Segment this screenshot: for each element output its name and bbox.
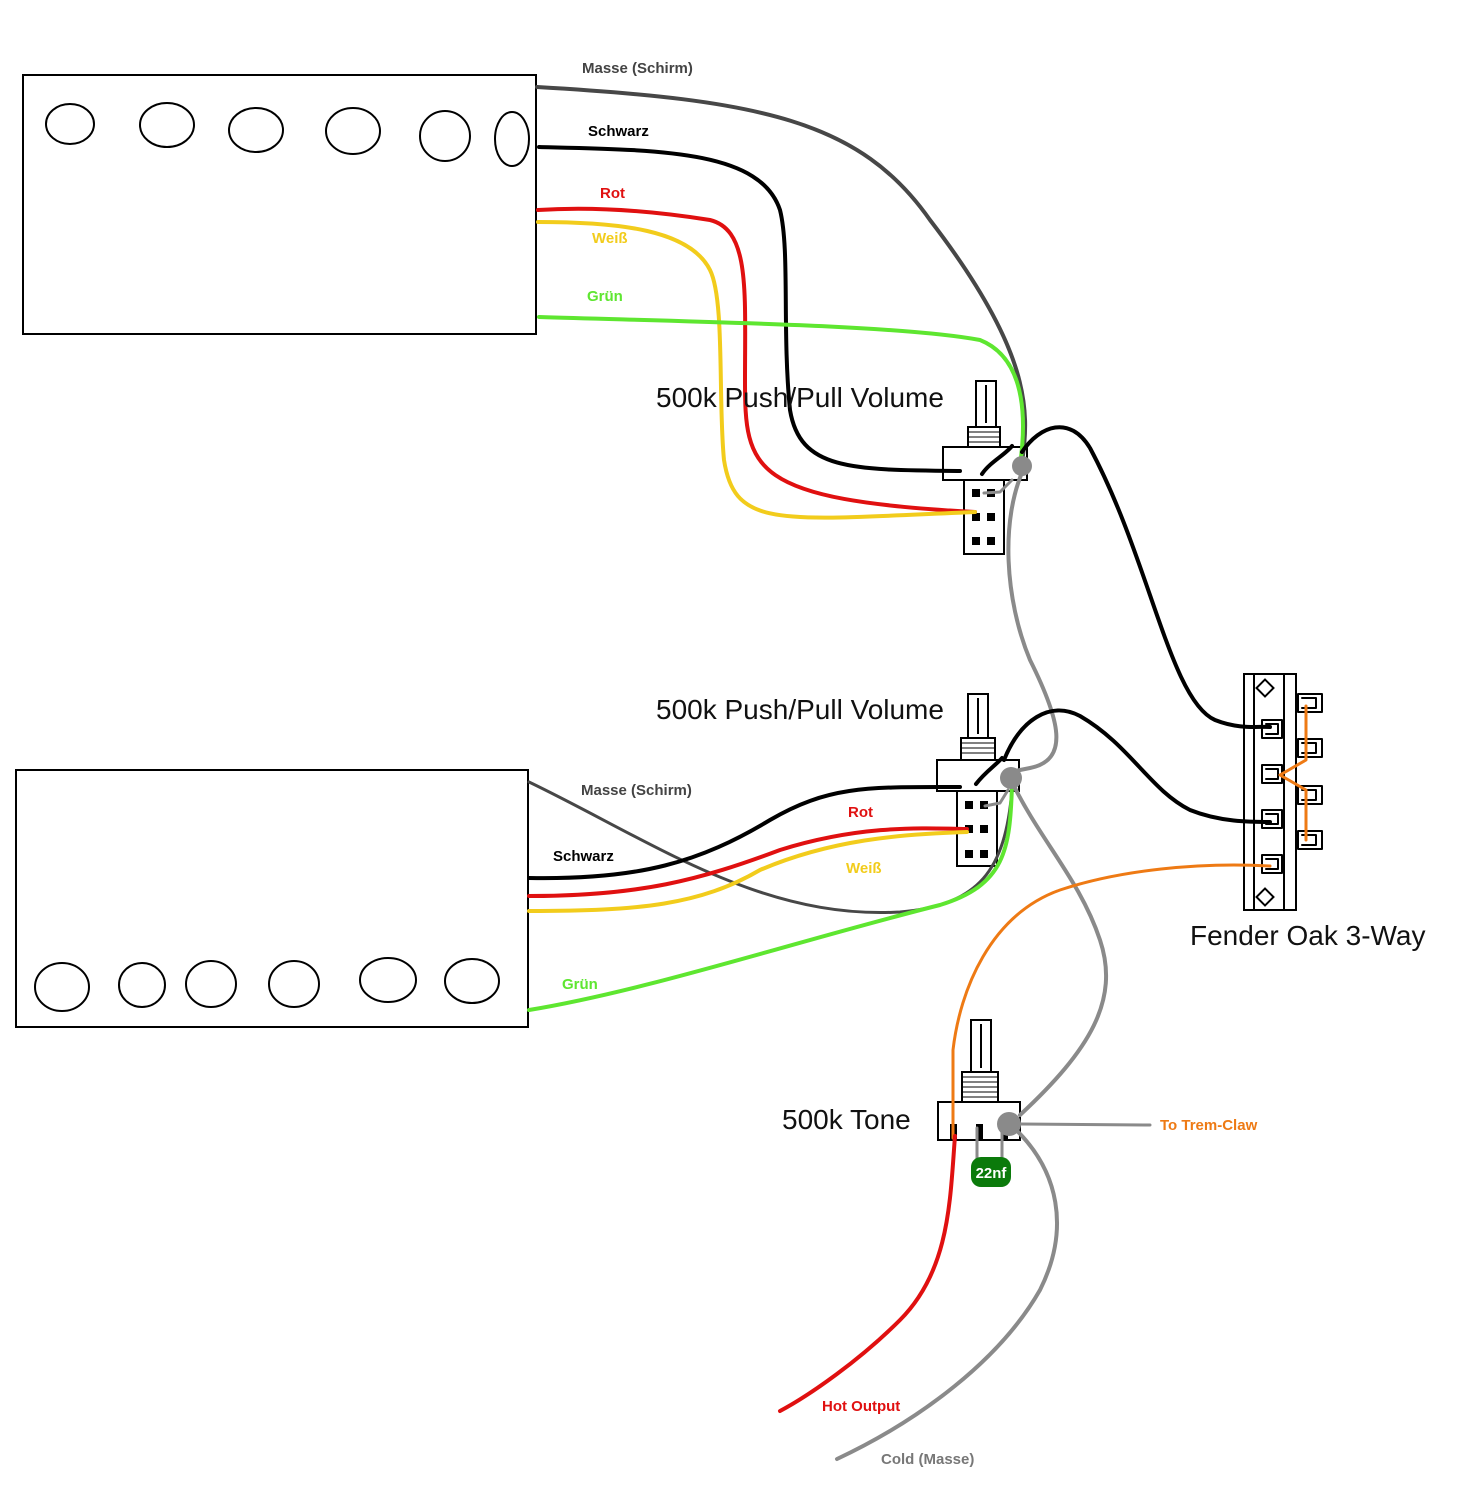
bridge-masse-wire <box>527 780 1014 915</box>
pot2-to-switch-wire <box>1002 708 1272 824</box>
capacitor-body <box>971 1157 1011 1187</box>
neck-masse-label: Masse (Schirm) <box>582 60 693 77</box>
switch-label: Fender Oak 3-Way <box>1190 920 1425 951</box>
neck-schwarz-wire <box>537 145 962 473</box>
pickup-bridge-pole <box>34 962 90 1012</box>
volume-pot-1-switch-lug <box>987 537 995 545</box>
volume-pot-2-switch-lug <box>980 825 988 833</box>
three-way-switch <box>1243 673 1323 911</box>
pot2-gray-link <box>983 788 1010 808</box>
pickup-neck-body <box>22 74 537 335</box>
switch-internal-jumper <box>1278 704 1308 842</box>
pot1-gray-link <box>982 478 1014 495</box>
volume-pot-1-label: 500k Push/Pull Volume <box>656 382 944 413</box>
bridge-weiss-label: Weiß <box>846 860 882 877</box>
bridge-gruen-label: Grün <box>562 976 598 993</box>
switch-mount-hole <box>1255 678 1275 698</box>
neck-weiss-label: Weiß <box>592 230 628 247</box>
switch-lug <box>1297 830 1323 850</box>
pickup-neck-pole <box>419 110 471 162</box>
bridge-rot-label: Rot <box>848 804 873 821</box>
pickup-bridge-pole <box>185 960 237 1008</box>
volume-pot-1-switch-lug <box>972 513 980 521</box>
cold-output-label: Cold (Masse) <box>881 1451 974 1468</box>
tone-pot-lug <box>976 1124 983 1140</box>
tone-pot-label: 500k Tone <box>782 1104 911 1135</box>
hot-output-label: Hot Output <box>822 1398 900 1415</box>
switch-lug <box>1297 693 1323 713</box>
volume-pot-2-bushing <box>960 737 996 761</box>
volume-pot-2-switch-lug <box>980 850 988 858</box>
pickup-neck-pole <box>228 107 284 153</box>
neck-gruen-label: Grün <box>587 288 623 305</box>
switch-mount-hole <box>1255 887 1275 907</box>
ground-solder-joint <box>1012 456 1032 476</box>
switch-lug <box>1261 719 1283 739</box>
pickup-bridge-pole <box>444 958 500 1004</box>
neck-gruen-wire <box>537 315 1026 467</box>
bridge-schwarz-wire <box>527 784 962 881</box>
capacitor: 22nf <box>971 1157 1011 1187</box>
pickup-neck-pole <box>45 103 95 145</box>
ground-link-pot2-tone <box>1010 780 1109 1117</box>
pot2-jumper-wire <box>974 756 1004 786</box>
cold-output-wire <box>835 1124 1059 1461</box>
volume-pot-1-switch-lug <box>987 513 995 521</box>
volume-pot-2-switch-lug <box>965 850 973 858</box>
pickup-bridge-pole <box>118 962 166 1008</box>
ground-solder-joint <box>1000 767 1022 789</box>
pot1-jumper-wire <box>980 444 1014 476</box>
pickup-neck-pole <box>494 111 530 167</box>
neck-weiss-wire <box>536 220 977 520</box>
pickup-bridge-pole <box>359 957 417 1003</box>
pickup-neck-pole <box>139 102 195 148</box>
switch-lug <box>1297 785 1323 805</box>
hot-output-wire <box>778 1134 957 1413</box>
bridge-rot-wire <box>527 826 969 898</box>
bridge-schwarz-label: Schwarz <box>553 848 614 865</box>
trem-claw-label: To Trem-Claw <box>1160 1117 1258 1134</box>
volume-pot-1-switch-lug <box>972 537 980 545</box>
switch-lug <box>1261 764 1283 784</box>
switch-output-wire <box>951 863 1272 1140</box>
trem-claw-wire <box>1018 1122 1152 1127</box>
volume-pot-2-label: 500k Push/Pull Volume <box>656 694 944 725</box>
ground-link-pot1-pot2 <box>1006 466 1059 774</box>
volume-pot-1-switch-lug <box>972 489 980 497</box>
neck-schwarz-label: Schwarz <box>588 123 649 140</box>
capacitor-label: 22nf <box>976 1165 1008 1182</box>
neck-rot-label: Rot <box>600 185 625 202</box>
bridge-gruen-wire <box>527 783 1014 1012</box>
pickup-bridge <box>15 769 529 1028</box>
pickup-bridge-pole <box>268 960 320 1008</box>
neck-masse-wire <box>535 85 1028 464</box>
switch-lug <box>1297 738 1323 758</box>
ground-solder-joint <box>997 1112 1021 1136</box>
volume-pot-2-switch-lug <box>965 801 973 809</box>
pot1-to-switch-wire <box>1020 425 1272 729</box>
switch-wafer <box>1253 673 1285 911</box>
neck-rot-wire <box>536 206 977 514</box>
pickup-neck <box>22 74 537 335</box>
bridge-weiss-wire <box>527 830 969 913</box>
bridge-masse-label: Masse (Schirm) <box>581 782 692 799</box>
pickup-neck-pole <box>325 107 381 155</box>
